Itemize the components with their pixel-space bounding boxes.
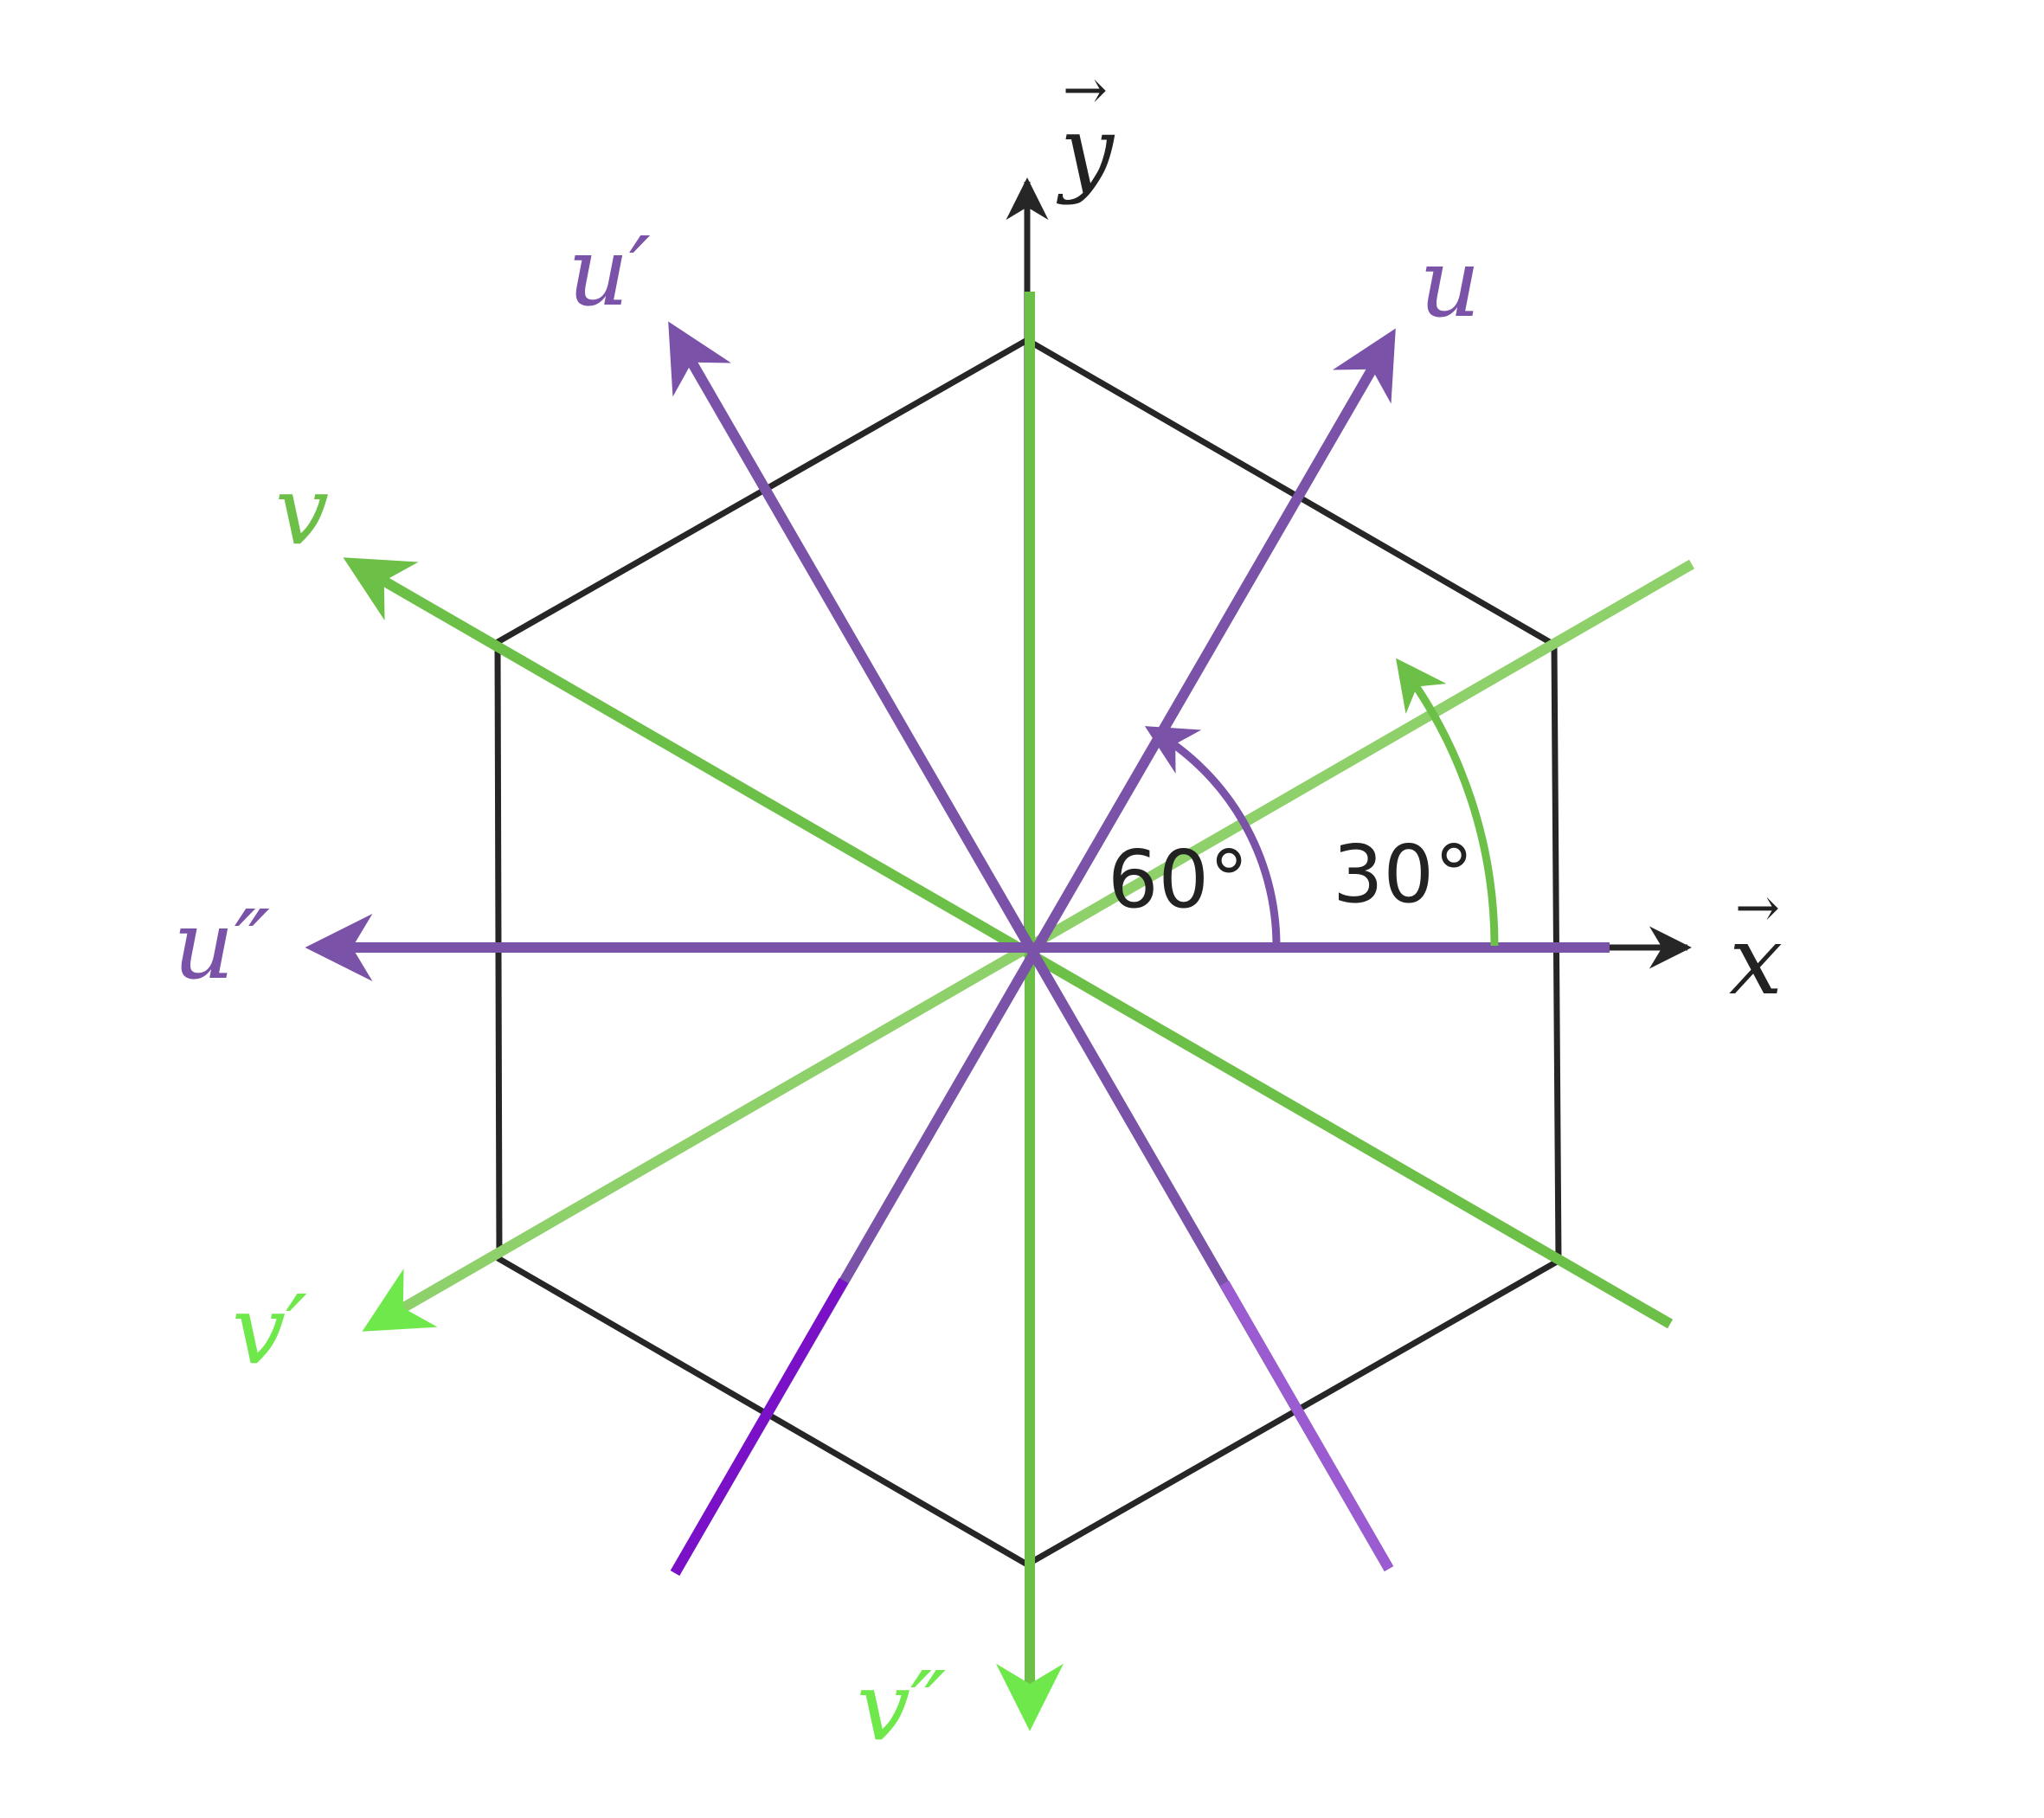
label-u: u xyxy=(1419,228,1481,338)
u-dark-segment xyxy=(670,1278,849,1576)
x-vector-arrow-icon: → xyxy=(1735,876,1780,939)
y-vector-arrow-icon: → xyxy=(1063,58,1108,121)
x-axis-label: x xyxy=(1729,905,1783,1016)
u-prime-light-segment xyxy=(1219,1281,1394,1571)
label-u-double-prime: u″ xyxy=(173,890,270,1000)
label-v-prime: v′ xyxy=(232,1275,307,1385)
label-v-double-prime: v″ xyxy=(857,1651,946,1762)
y-axis-label: y xyxy=(1056,95,1115,206)
angle-arc-60 xyxy=(1144,726,1281,947)
label-u-prime: u′ xyxy=(568,216,651,327)
angle-label-30: 30° xyxy=(1333,828,1474,921)
angle-label-60: 60° xyxy=(1108,833,1249,926)
angle-arc-30 xyxy=(1396,658,1499,947)
label-v: v xyxy=(275,455,329,566)
